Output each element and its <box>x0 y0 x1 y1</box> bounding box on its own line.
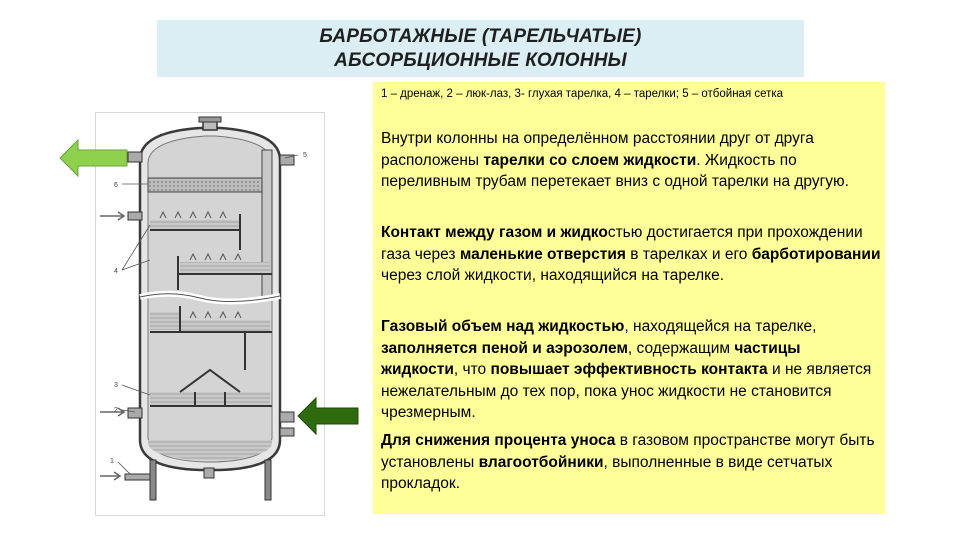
p3-text-3: , что <box>453 361 491 378</box>
label-3: 3 <box>114 382 118 389</box>
leader-lines <box>117 154 299 475</box>
p2-bold-3: барботировании <box>751 245 881 263</box>
p2-text-3: через слой жидкости, находящийся на таре… <box>381 267 725 284</box>
process-arrows <box>100 211 126 481</box>
label-5: 5 <box>303 152 307 159</box>
paragraph-2: Контакт между газом и жидкостью достигае… <box>381 222 881 287</box>
tray-3 <box>150 306 272 370</box>
p2-text-2: в тарелках и его <box>625 245 752 263</box>
p3-text-4: и не является нежелательным до тех пор, … <box>381 361 872 421</box>
p1-text-2: . Жидкость по переливным трубам перетека… <box>381 151 849 191</box>
p1-bold-1: тарелки со слоем жидкости <box>483 151 697 169</box>
top-nozzle <box>198 116 222 131</box>
p4-text-2: , выполненные в виде сетчатых прокладок. <box>381 453 833 493</box>
gas-in-arrow-icon <box>297 396 359 436</box>
side-nozzles <box>127 151 295 437</box>
downcomer-pipe <box>261 149 273 301</box>
p3-text-1: , находящейся на тарелке, <box>624 318 817 335</box>
p4-text-1: в газовом пространстве могут быть устано… <box>381 432 875 471</box>
p3-bold-3: частицы жидкости <box>381 339 801 379</box>
demister-mesh <box>147 177 267 193</box>
blind-tray <box>150 368 272 407</box>
p3-bold-1: Газовый объем над жидкостью <box>381 318 625 335</box>
p2-text-1: стью достигается при прохождении газа че… <box>381 224 863 263</box>
tray-2 <box>177 252 272 290</box>
label-4: 4 <box>114 268 118 275</box>
label-6: 6 <box>114 182 118 189</box>
text-panel <box>373 82 885 514</box>
label-1: 1 <box>110 458 114 465</box>
p4-bold-2: влагоотбойники <box>478 453 604 471</box>
p3-text-2: , содержащим <box>627 339 735 357</box>
label-2: 2 <box>114 407 118 414</box>
gas-out-arrow-icon <box>59 138 128 178</box>
title-line-1: БАРБОТАЖНЫЕ (ТАРЕЛЬЧАТЫЕ) <box>319 25 642 47</box>
p3-bold-4: повышает эффективность контакта <box>490 361 768 378</box>
p4-bold-1: Для снижения процента уноса <box>381 432 616 449</box>
p2-bold-2: маленькие отверстия <box>459 245 626 263</box>
title-line-2: АБСОРБЦИОННЫЕ КОЛОННЫ <box>334 49 627 71</box>
paragraph-1: Внутри колонны на определённом расстояни… <box>381 128 881 193</box>
p2-bold-1: Контакт между газом и жидко <box>381 224 608 241</box>
tray-1 <box>150 210 241 250</box>
bottom-liquid <box>148 440 272 460</box>
legend: 1 – дренаж, 2 – люк-лаз, 3- глухая тарел… <box>381 88 784 100</box>
paragraph-4: Для снижения процента уноса в газовом пр… <box>381 430 881 495</box>
paragraph-3: Газовый объем над жидкостью, находящейся… <box>381 316 881 424</box>
legs-and-drain <box>124 459 272 501</box>
title-box: БАРБОТАЖНЫЕ (ТАРЕЛЬЧАТЫЕ) АБСОРБЦИОННЫЕ … <box>157 20 804 77</box>
p3-bold-2: заполняется пеной и аэрозолем <box>381 339 628 357</box>
p1-text-1: Внутри колонны на определённом расстояни… <box>381 130 814 169</box>
